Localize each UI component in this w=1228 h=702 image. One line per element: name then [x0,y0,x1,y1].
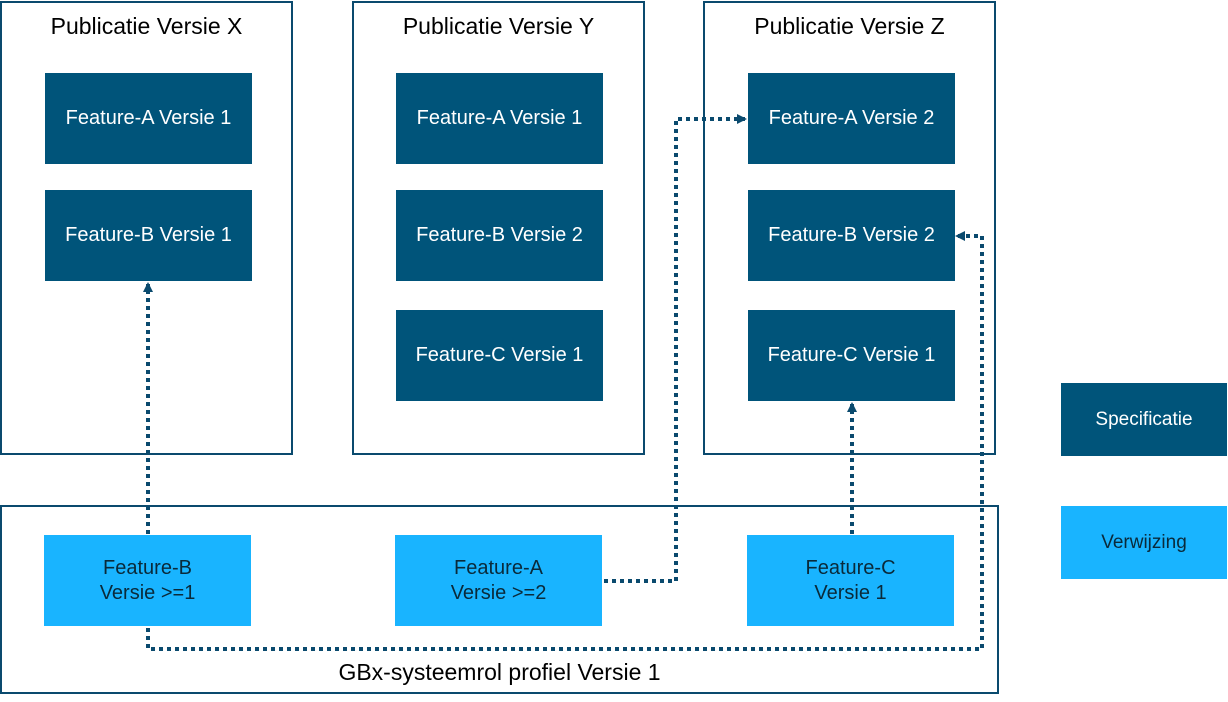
spec-x-feature-a[interactable]: Feature-A Versie 1 [45,73,252,164]
publication-z-box: Publicatie Versie Z Feature-A Versie 2 F… [703,1,996,455]
spec-y-feature-b[interactable]: Feature-B Versie 2 [396,190,603,281]
spec-z-feature-b[interactable]: Feature-B Versie 2 [748,190,955,281]
ref-feature-a-name: Feature-A [454,556,543,579]
ref-feature-a[interactable]: Feature-A Versie >=2 [395,535,602,626]
publication-z-title: Publicatie Versie Z [754,13,945,39]
ref-feature-c-version: Versie 1 [814,581,887,604]
legend-verwijzing: Verwijzing [1061,506,1227,579]
spec-z-feature-c[interactable]: Feature-C Versie 1 [748,310,955,401]
profile-box: Feature-B Versie >=1 Feature-A Versie >=… [0,505,999,694]
spec-x-feature-b[interactable]: Feature-B Versie 1 [45,190,252,281]
publication-y-title: Publicatie Versie Y [402,13,595,39]
profile-title: GBx-systeemrol profiel Versie 1 [338,659,661,685]
ref-feature-b[interactable]: Feature-B Versie >=1 [44,535,251,626]
ref-feature-a-version: Versie >=2 [450,581,547,604]
publication-x-title: Publicatie Versie X [50,13,243,39]
legend-specificatie: Specificatie [1061,383,1227,456]
ref-feature-c[interactable]: Feature-C Versie 1 [747,535,954,626]
spec-z-feature-a[interactable]: Feature-A Versie 2 [748,73,955,164]
spec-y-feature-c[interactable]: Feature-C Versie 1 [396,310,603,401]
ref-feature-c-name: Feature-C [805,556,896,579]
publication-y-box: Publicatie Versie Y Feature-A Versie 1 F… [352,1,645,455]
publication-x-box: Publicatie Versie X Feature-A Versie 1 F… [0,1,293,455]
ref-feature-b-version: Versie >=1 [99,581,196,604]
ref-feature-b-name: Feature-B [103,556,192,579]
spec-y-feature-a[interactable]: Feature-A Versie 1 [396,73,603,164]
